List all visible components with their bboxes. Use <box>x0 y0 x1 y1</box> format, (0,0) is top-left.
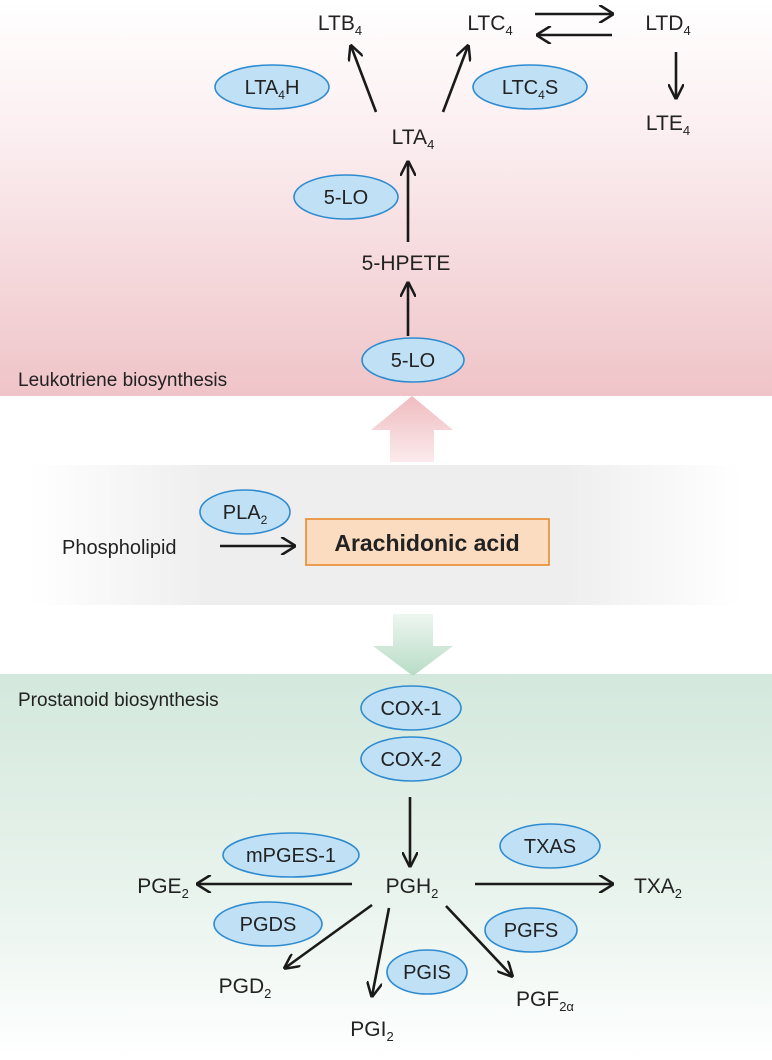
pge2-label: PGE2 <box>137 875 189 901</box>
svg-text:LTA4H: LTA4H <box>245 77 300 102</box>
lta4-label: LTA4 <box>392 126 435 152</box>
arachidonic-acid-box: Arachidonic acid <box>305 518 550 566</box>
lta4-to-ltc4-arrow <box>441 46 468 113</box>
svg-text:PGDS: PGDS <box>240 914 297 936</box>
svg-text:TXAS: TXAS <box>524 836 576 858</box>
pla2-enzyme: PLA2 <box>199 489 291 535</box>
pgh2-to-pgf2a-arrow <box>445 905 512 976</box>
pgis-enzyme: PGIS <box>386 949 468 995</box>
svg-text:Arachidonic acid: Arachidonic acid <box>334 530 519 556</box>
txas-enzyme: TXAS <box>499 823 601 869</box>
prostanoid-section-label: Prostanoid biosynthesis <box>18 690 219 711</box>
lte4-label: LTE4 <box>646 112 690 138</box>
pgh2-to-pgd2-arrow <box>285 903 373 968</box>
prostanoid-region <box>0 674 772 1060</box>
svg-text:PGFS: PGFS <box>504 920 558 942</box>
up-flow-arrow <box>371 396 453 462</box>
5lo-lower-enzyme: 5-LO <box>361 337 465 383</box>
pgf2a-label: PGF2α <box>516 988 574 1014</box>
svg-text:PGIS: PGIS <box>403 962 451 984</box>
lta4h-enzyme: LTA4H <box>214 64 330 110</box>
svg-text:COX-1: COX-1 <box>380 698 441 720</box>
svg-text:COX-2: COX-2 <box>380 749 441 771</box>
mpges1-enzyme: mPGES-1 <box>222 832 360 878</box>
phospholipid-label: Phospholipid <box>62 537 177 559</box>
5lo-upper-enzyme: 5-LO <box>293 174 399 220</box>
ltc4-label: LTC4 <box>467 12 512 38</box>
svg-text:LTC4S: LTC4S <box>502 77 558 102</box>
leukotriene-section-label: Leukotriene biosynthesis <box>18 370 227 391</box>
hpete-label: 5-HPETE <box>362 252 451 275</box>
down-flow-arrow <box>373 614 453 676</box>
lta4-to-ltb4-arrow <box>351 46 378 113</box>
pgi2-label: PGI2 <box>350 1018 393 1044</box>
txa2-label: TXA2 <box>634 875 682 901</box>
svg-text:PLA2: PLA2 <box>223 502 268 527</box>
ltb4-label: LTB4 <box>318 12 362 38</box>
svg-text:5-LO: 5-LO <box>391 350 435 372</box>
ltd4-label: LTD4 <box>645 12 690 38</box>
pgd2-label: PGD2 <box>219 975 272 1001</box>
pgh2-to-pgi2-arrow <box>372 907 391 996</box>
svg-text:5-LO: 5-LO <box>324 187 368 209</box>
cox2-enzyme: COX-2 <box>360 736 462 782</box>
ltc4s-enzyme: LTC4S <box>472 64 588 110</box>
svg-text:mPGES-1: mPGES-1 <box>246 845 336 867</box>
pgds-enzyme: PGDS <box>213 901 323 947</box>
pgfs-enzyme: PGFS <box>484 907 578 953</box>
pgh2-label: PGH2 <box>386 875 439 901</box>
cox1-enzyme: COX-1 <box>360 685 462 731</box>
